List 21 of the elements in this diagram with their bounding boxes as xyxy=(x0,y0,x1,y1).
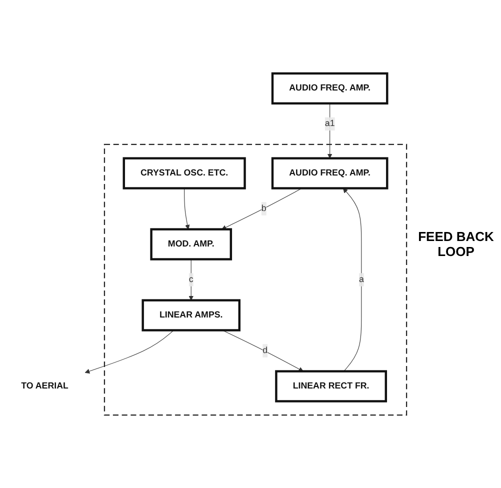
arrow xyxy=(327,102,332,158)
edge-label: a xyxy=(358,274,364,284)
node-box: LINEAR RECT FR. xyxy=(275,370,388,402)
node-box: LINEAR AMPS. xyxy=(142,298,240,332)
node-box: MOD. AMP. xyxy=(150,228,232,260)
node-box: AUDIO FREQ. AMP. xyxy=(271,72,388,104)
arrow xyxy=(222,330,304,372)
arrow xyxy=(222,188,302,230)
arrow xyxy=(342,188,362,372)
arrow xyxy=(188,258,194,300)
loop-label: FEED BACK LOOP xyxy=(417,229,495,259)
edge-label: b xyxy=(261,204,266,213)
edge-label: c xyxy=(188,274,194,284)
arrow xyxy=(184,188,190,230)
cluster xyxy=(104,144,408,416)
node-box: CRYSTAL OSC. ETC. xyxy=(122,156,246,190)
arrow xyxy=(84,330,174,374)
edge-label: d xyxy=(262,345,268,355)
node-box: AUDIO FREQ. AMP. xyxy=(271,156,388,190)
edge-label: a1 xyxy=(324,118,335,128)
node-text: TO AERIAL xyxy=(21,380,68,390)
